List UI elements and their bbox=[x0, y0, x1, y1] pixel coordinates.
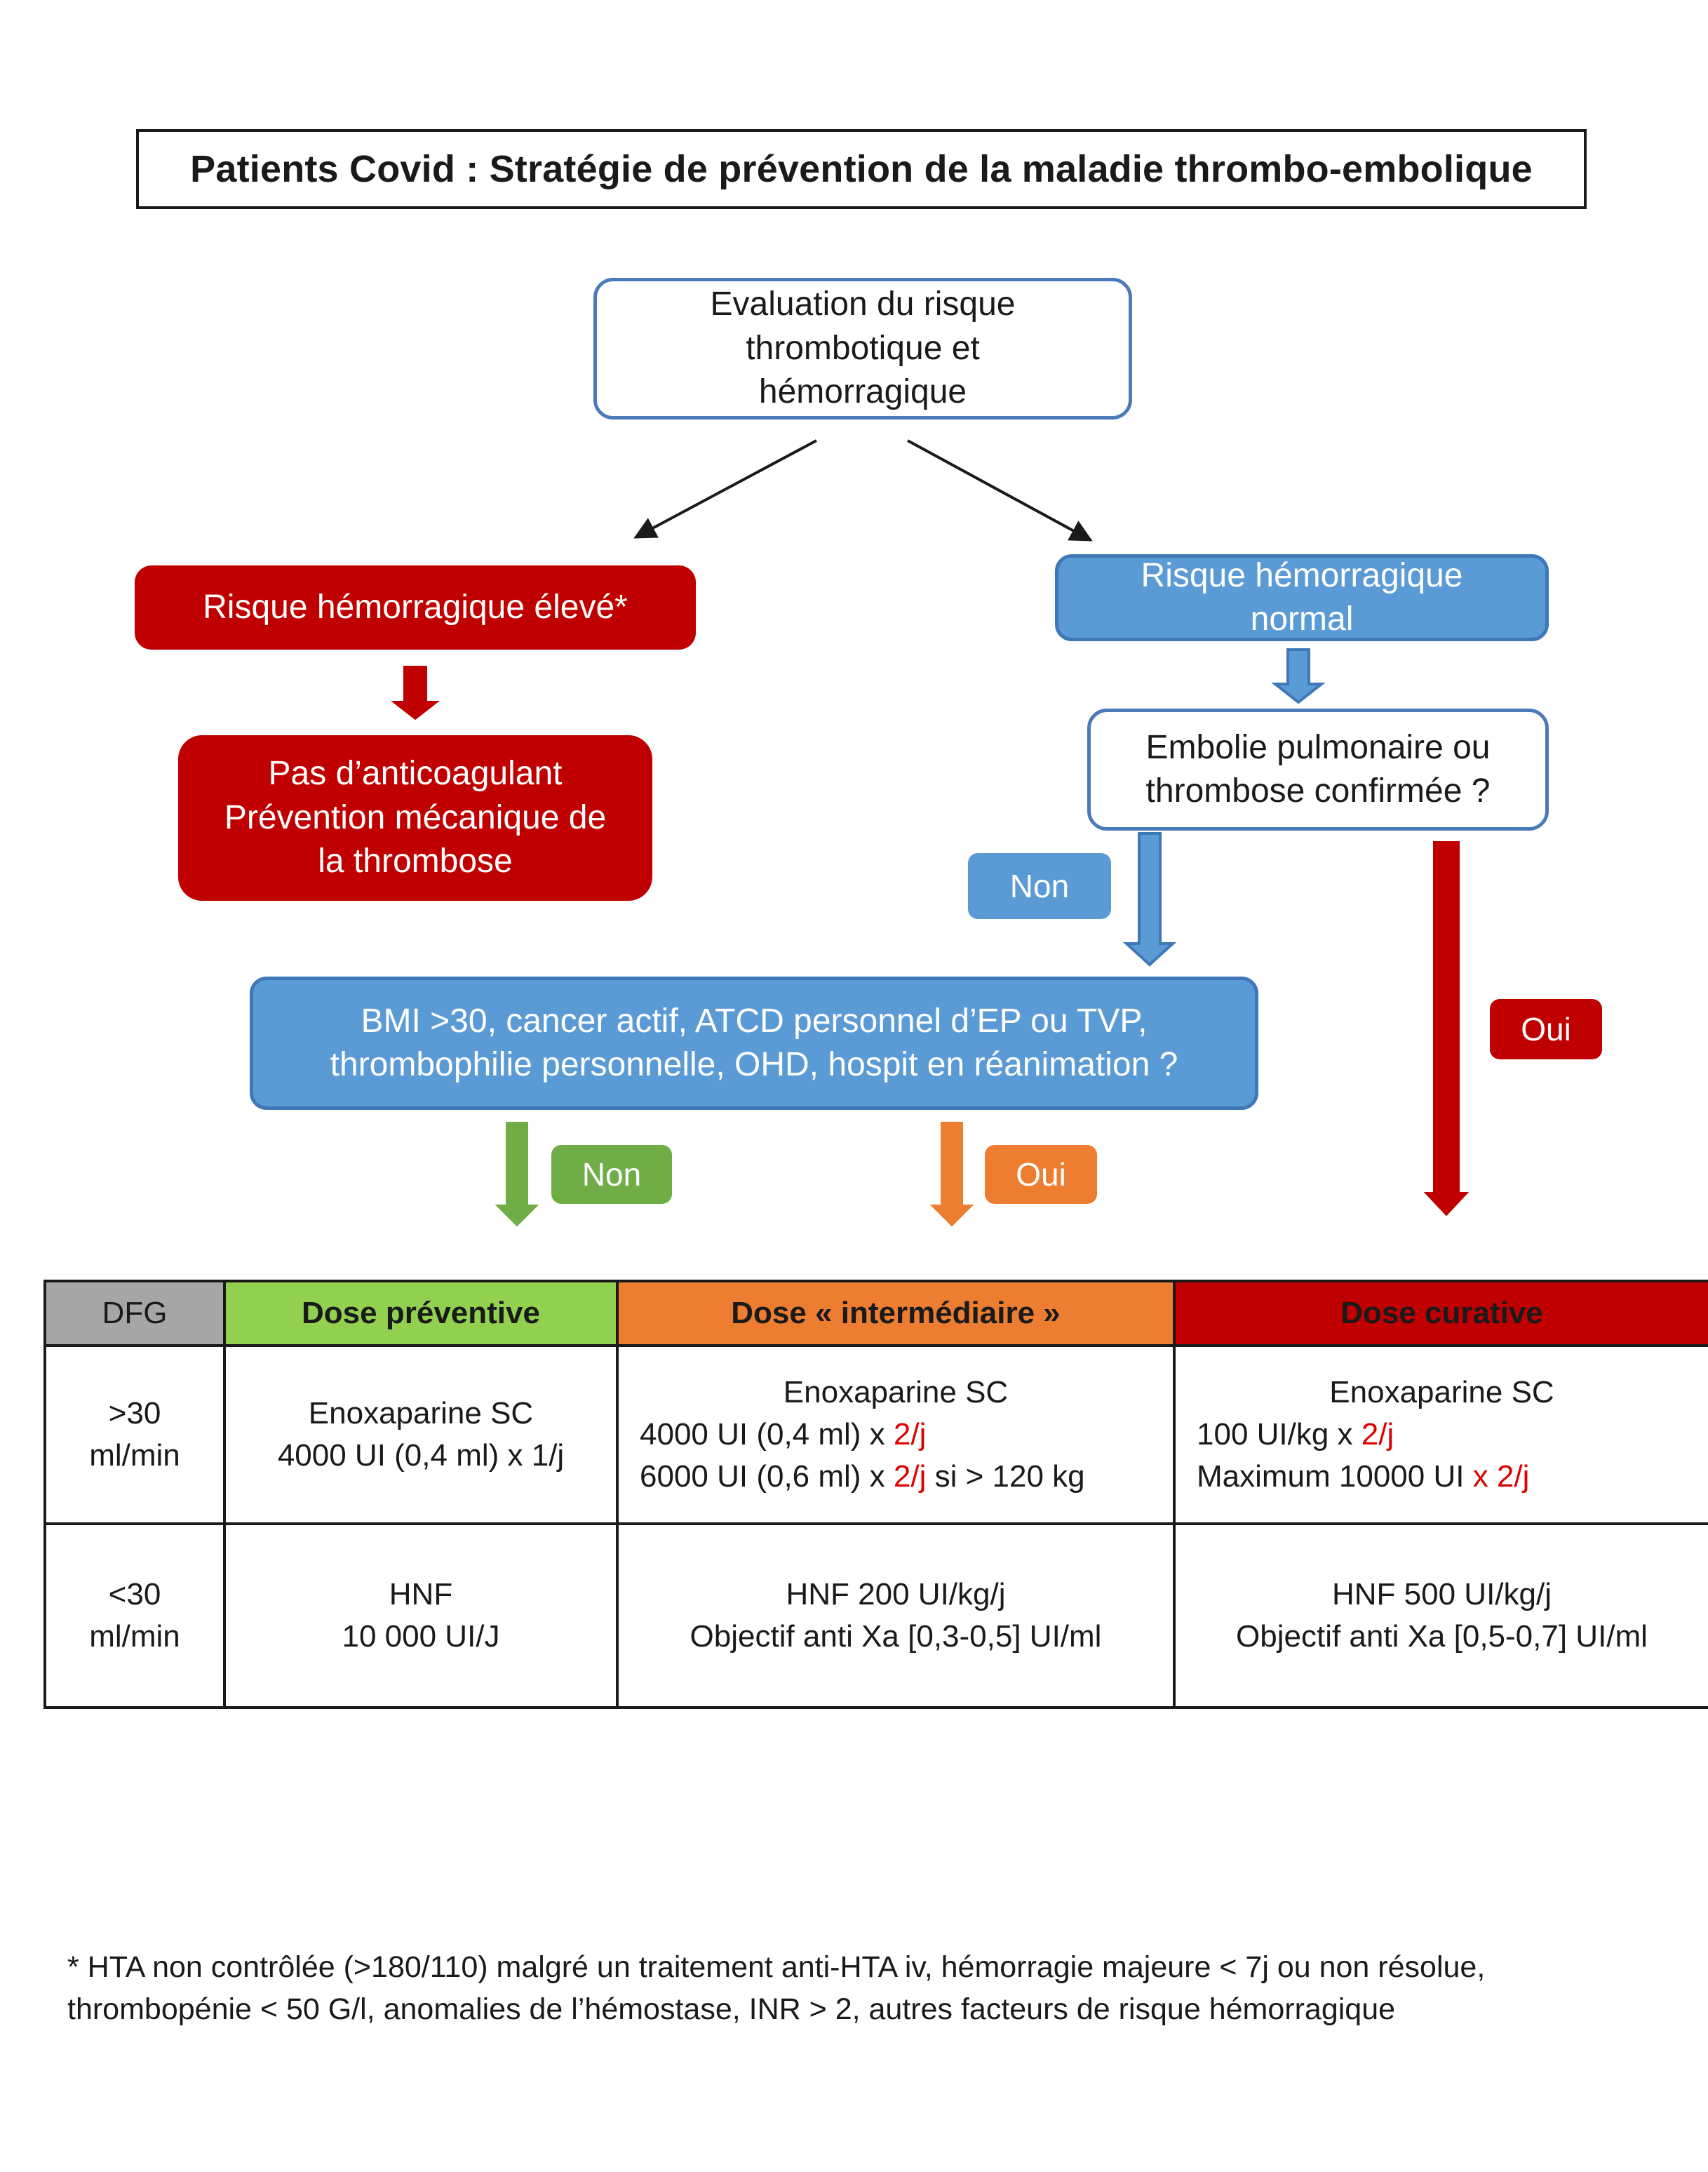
arrow-blue-down-2 bbox=[1122, 832, 1177, 967]
row2-preventive-cell: HNF 10 000 UI/J bbox=[223, 1522, 619, 1709]
high-risk-label: Risque hémorragique élevé* bbox=[203, 588, 628, 626]
footnote-line-1: * HTA non contrôlée (>180/110) malgré un… bbox=[67, 1950, 1486, 1984]
arrow-orange-down bbox=[929, 1122, 974, 1227]
row1-intermediate-dose-2: 6000 UI (0,6 ml) x 2/j si > 120 kg bbox=[619, 1456, 1173, 1498]
dose-text: 4000 UI (0,4 ml) x bbox=[640, 1417, 894, 1452]
row1-intermediate-dose-1: 4000 UI (0,4 ml) x 2/j bbox=[619, 1414, 1173, 1456]
non-label-embolie: Non bbox=[968, 853, 1111, 919]
row1-dfg-unit: ml/min bbox=[89, 1438, 180, 1473]
header-dfg: DFG bbox=[43, 1280, 226, 1347]
arrow-red-down-1 bbox=[391, 666, 440, 720]
row1-curative-dose-1: 100 UI/kg x 2/j bbox=[1176, 1414, 1708, 1456]
arrow-to-normal-risk bbox=[907, 439, 1093, 542]
row1-preventive-drug: Enoxaparine SC bbox=[308, 1396, 534, 1430]
row2-intermediate-dose: HNF 200 UI/kg/j bbox=[786, 1577, 1006, 1611]
dose-table: DFG Dose préventive Dose « intermédiaire… bbox=[43, 1280, 1708, 1709]
no-anticoag-line-3: la thrombose bbox=[318, 843, 513, 880]
header-preventive-dose: Dose préventive bbox=[223, 1280, 619, 1347]
row2-dfg-value: <30 bbox=[108, 1577, 161, 1611]
evaluation-line-2: thrombotique et bbox=[746, 329, 980, 367]
row2-intermediate-target: Objectif anti Xa [0,3-0,5] UI/ml bbox=[690, 1619, 1102, 1654]
row1-intermediate-drug: Enoxaparine SC bbox=[783, 1375, 1009, 1409]
high-bleeding-risk-node: Risque hémorragique élevé* bbox=[135, 565, 696, 650]
row1-intermediate-cell: Enoxaparine SC 4000 UI (0,4 ml) x 2/j 60… bbox=[616, 1344, 1176, 1525]
frequency-highlight: 2/j bbox=[1361, 1417, 1394, 1452]
arrow-to-high-risk bbox=[633, 439, 817, 539]
row1-preventive-cell: Enoxaparine SC 4000 UI (0,4 ml) x 1/j bbox=[223, 1344, 619, 1525]
no-anticoagulant-node: Pas d’anticoagulant Prévention mécanique… bbox=[178, 735, 652, 901]
row1-curative-dose-2: Maximum 10000 UI x 2/j bbox=[1176, 1456, 1708, 1498]
table-row: >30 ml/min Enoxaparine SC 4000 UI (0,4 m… bbox=[43, 1344, 1708, 1525]
row2-preventive-drug: HNF bbox=[389, 1577, 453, 1611]
risk-factors-line-2: thrombophilie personnelle, OHD, hospit e… bbox=[330, 1046, 1178, 1083]
evaluation-node: Evaluation du risque thrombotique et hém… bbox=[593, 278, 1132, 420]
row1-preventive-dose: 4000 UI (0,4 ml) x 1/j bbox=[277, 1438, 565, 1473]
evaluation-line-1: Evaluation du risque bbox=[710, 286, 1016, 323]
risk-factors-question-node: BMI >30, cancer actif, ATCD personnel d’… bbox=[250, 977, 1258, 1110]
row2-curative-dose: HNF 500 UI/kg/j bbox=[1332, 1577, 1552, 1611]
frequency-highlight: x 2/j bbox=[1472, 1459, 1530, 1494]
frequency-highlight: 2/j bbox=[893, 1459, 927, 1494]
embolie-line-1: Embolie pulmonaire ou bbox=[1145, 728, 1491, 766]
row1-dfg-cell: >30 ml/min bbox=[43, 1344, 226, 1525]
risk-factors-line-1: BMI >30, cancer actif, ATCD personnel d’… bbox=[361, 1002, 1148, 1040]
embolie-question-node: Embolie pulmonaire ou thrombose confirmé… bbox=[1087, 709, 1549, 831]
dose-text: 6000 UI (0,6 ml) x bbox=[640, 1459, 894, 1494]
dose-text: Maximum 10000 UI bbox=[1197, 1459, 1473, 1494]
normal-risk-line-1: Risque hémorragique bbox=[1141, 556, 1463, 594]
page-title: Patients Covid : Stratégie de prévention… bbox=[136, 129, 1587, 209]
row2-preventive-dose: 10 000 UI/J bbox=[342, 1619, 500, 1654]
no-anticoag-line-2: Prévention mécanique de bbox=[224, 798, 607, 836]
frequency-highlight: 2/j bbox=[893, 1417, 927, 1452]
row2-dfg-unit: ml/min bbox=[89, 1619, 180, 1654]
table-row: <30 ml/min HNF 10 000 UI/J HNF 200 UI/kg… bbox=[43, 1522, 1708, 1709]
row1-dfg-value: >30 bbox=[108, 1396, 161, 1430]
embolie-line-2: thrombose confirmée ? bbox=[1145, 772, 1491, 810]
header-curative-dose: Dose curative bbox=[1173, 1280, 1708, 1347]
normal-bleeding-risk-node: Risque hémorragique normal bbox=[1055, 554, 1549, 641]
arrow-blue-down-1 bbox=[1271, 648, 1326, 704]
footnote: * HTA non contrôlée (>180/110) malgré un… bbox=[67, 1946, 1681, 2030]
row2-curative-cell: HNF 500 UI/kg/j Objectif anti Xa [0,5-0,… bbox=[1173, 1522, 1708, 1709]
no-anticoag-line-1: Pas d’anticoagulant bbox=[268, 755, 563, 793]
dose-text: 100 UI/kg x bbox=[1197, 1417, 1361, 1452]
arrow-red-down-long bbox=[1423, 841, 1470, 1216]
non-label-risk-factors: Non bbox=[551, 1145, 672, 1204]
header-intermediate-dose: Dose « intermédiaire » bbox=[616, 1280, 1176, 1347]
table-header-row: DFG Dose préventive Dose « intermédiaire… bbox=[43, 1280, 1708, 1347]
oui-label-embolie: Oui bbox=[1490, 999, 1602, 1059]
arrow-green-down bbox=[495, 1122, 539, 1227]
row1-curative-drug: Enoxaparine SC bbox=[1329, 1375, 1554, 1409]
row2-dfg-cell: <30 ml/min bbox=[43, 1522, 226, 1709]
evaluation-line-3: hémorragique bbox=[758, 373, 967, 411]
row2-intermediate-cell: HNF 200 UI/kg/j Objectif anti Xa [0,3-0,… bbox=[616, 1522, 1176, 1709]
row1-curative-cell: Enoxaparine SC 100 UI/kg x 2/j Maximum 1… bbox=[1173, 1344, 1708, 1525]
row2-curative-target: Objectif anti Xa [0,5-0,7] UI/ml bbox=[1236, 1619, 1648, 1654]
footnote-line-2: thrombopénie < 50 G/l, anomalies de l’hé… bbox=[67, 1992, 1396, 2026]
weight-condition: si > 120 kg bbox=[926, 1459, 1085, 1494]
normal-risk-line-2: normal bbox=[1250, 601, 1354, 638]
oui-label-risk-factors: Oui bbox=[985, 1145, 1097, 1204]
